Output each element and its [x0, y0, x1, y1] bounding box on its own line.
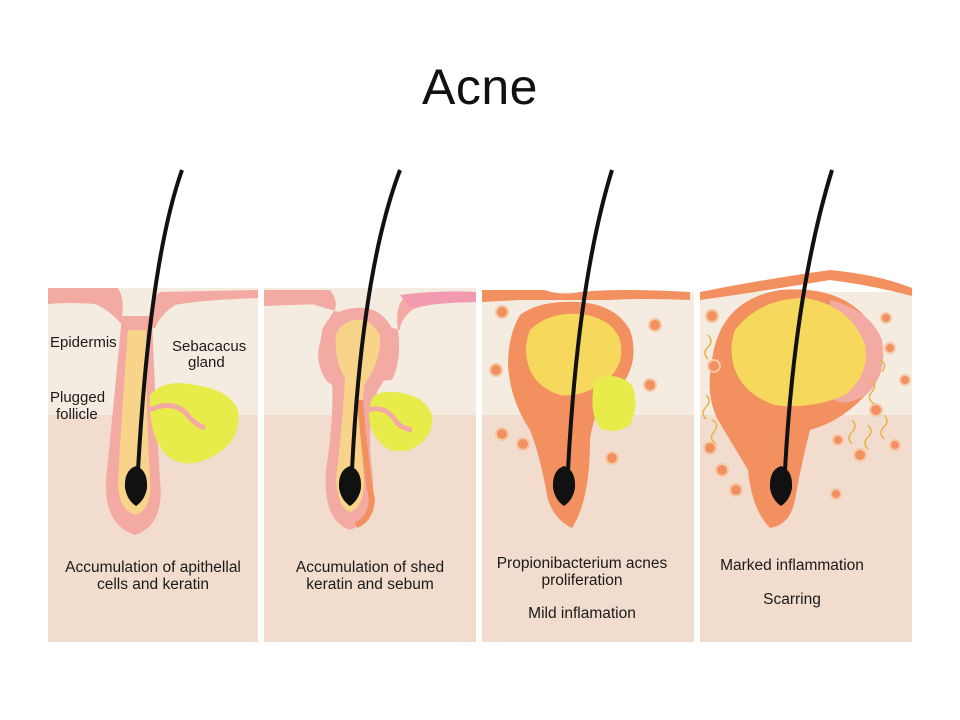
- panel-3-caption-line3: Mild inflamation: [528, 605, 636, 622]
- label-epidermis: Epidermis: [50, 334, 117, 351]
- panel-3: [482, 169, 694, 642]
- bacteria-spots: [703, 309, 911, 500]
- label-gland-line2: gland: [188, 354, 225, 371]
- label-follicle-line1: Plugged: [50, 389, 105, 406]
- panel-1: [48, 169, 258, 642]
- page-title: Acne: [422, 59, 538, 115]
- panel-1-caption-line1: Accumulation of apithellal: [65, 559, 241, 576]
- bacteria-spots: [489, 305, 662, 465]
- hair: [566, 169, 614, 471]
- panel-2-caption-line1: Accumulation of shed: [296, 559, 444, 576]
- panel-2: [264, 169, 476, 642]
- panel-3-caption-line2: proliferation: [542, 572, 623, 589]
- panel-3-caption-line1: Propionibacterium acnes: [497, 555, 668, 572]
- panel-4: [700, 169, 912, 642]
- panel-1-caption-line2: cells and keratin: [97, 576, 209, 593]
- hair: [136, 169, 184, 471]
- panel-2-caption-line2: keratin and sebum: [306, 576, 434, 593]
- panel-4-caption-line3: Scarring: [763, 591, 821, 608]
- label-gland-line1: Sebacacus: [172, 338, 246, 355]
- hair: [350, 169, 402, 471]
- sebaceous-gland: [369, 391, 433, 452]
- hair: [783, 169, 834, 471]
- label-follicle-line2: follicle: [56, 406, 98, 423]
- panel-4-caption-line1: Marked inflammation: [720, 557, 864, 574]
- inflammation-fibres: [702, 334, 888, 450]
